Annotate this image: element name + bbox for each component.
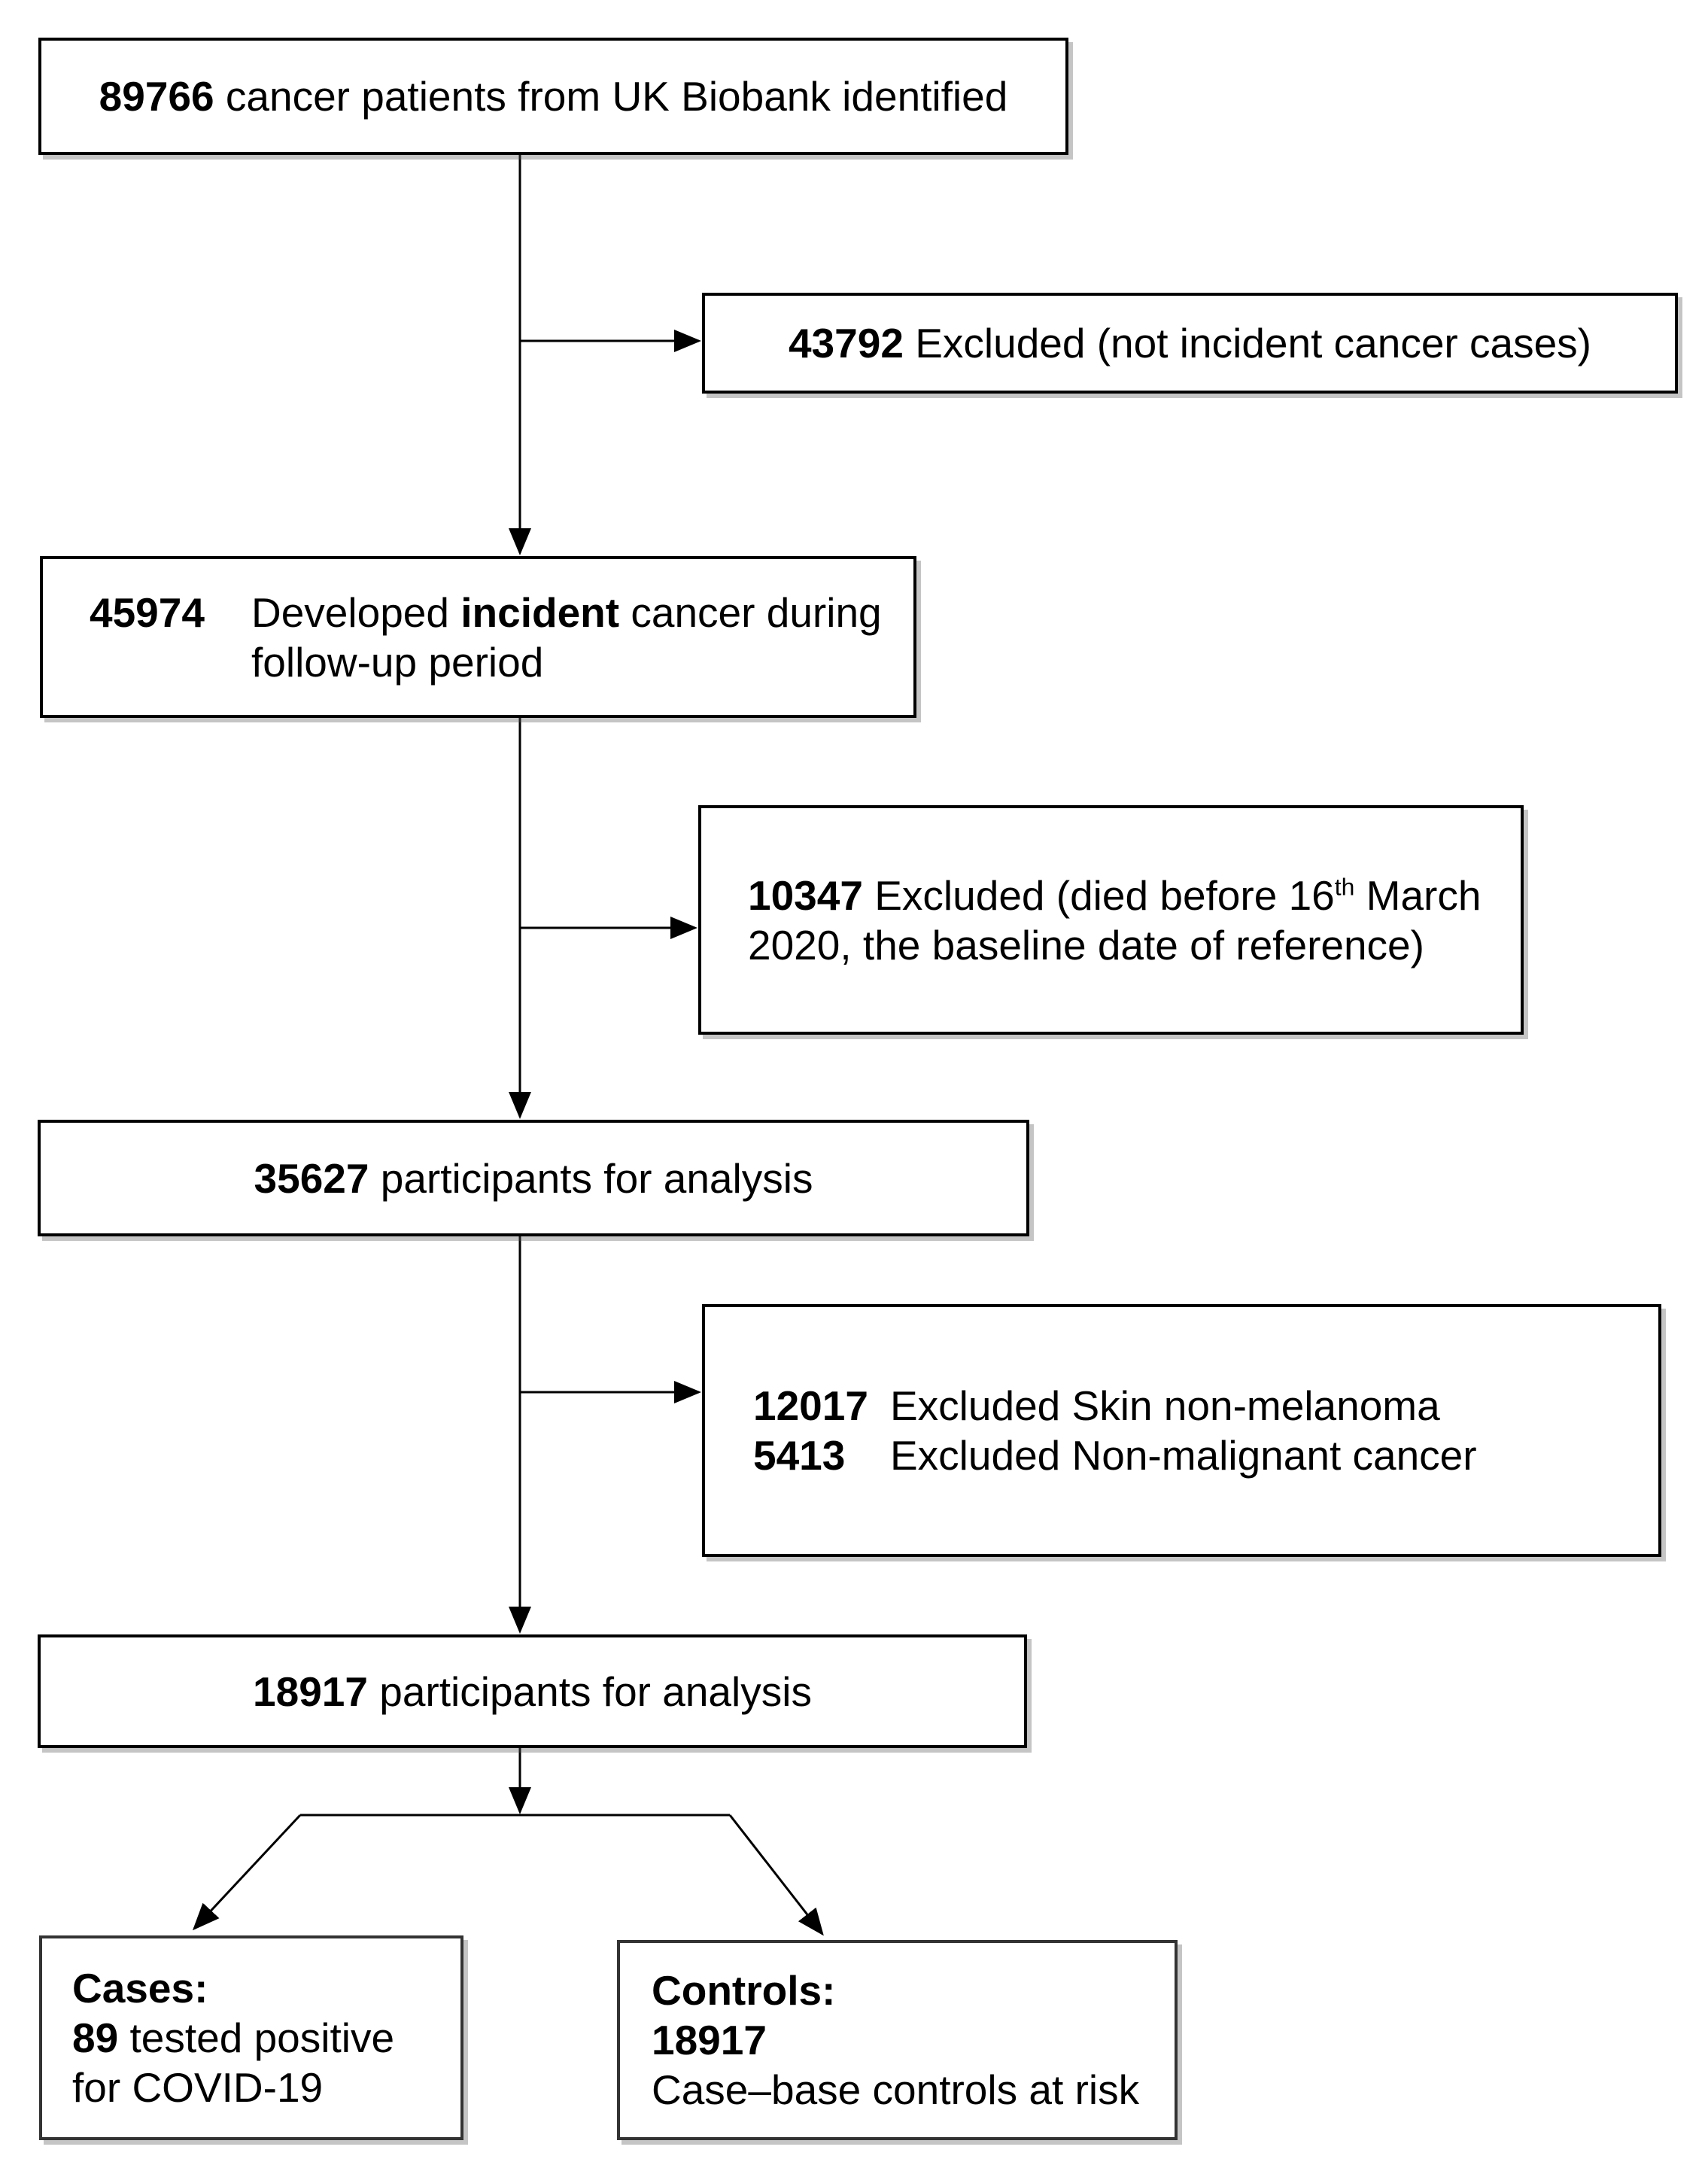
count-35627: 35627: [254, 1154, 369, 1202]
cases-title: Cases:: [72, 1965, 208, 2011]
incident-line2: follow-up period: [251, 638, 544, 686]
count-identified: 89766: [99, 73, 214, 120]
box-excluded-died-before-baseline: 10347 Excluded (died before 16th March 2…: [698, 805, 1524, 1035]
controls-line3: Case–base controls at risk: [652, 2066, 1140, 2113]
box-participants-18917: 18917 participants for analysis: [38, 1634, 1027, 1748]
incident-line1-pre: Developed: [251, 588, 461, 636]
count-excluded-not-incident: 43792: [788, 320, 904, 366]
count-incident: 45974: [90, 588, 205, 636]
box-excluded-skin-nonmalignant: 12017 Excluded Skin non-melanoma 5413 Ex…: [702, 1304, 1661, 1557]
cases-line2: 89 tested positive: [72, 2013, 460, 2063]
box-controls: Controls: 18917 Case–base controls at ri…: [617, 1940, 1178, 2140]
excluded-row-nonmalignant: 5413 Excluded Non-malignant cancer: [753, 1431, 1658, 1480]
count-controls: 18917: [652, 2017, 767, 2063]
count-cases-positive: 89: [72, 2014, 119, 2061]
arrow-fork-to-controls: [728, 1814, 824, 1936]
count-excluded-died: 10347: [748, 871, 863, 919]
box-excluded-not-incident: 43792 Excluded (not incident cancer case…: [702, 293, 1678, 394]
box-incident-cancer: 45974 Developed incident cancer during f…: [40, 556, 916, 718]
box-text: 89766 cancer patients from UK Biobank id…: [99, 71, 1008, 121]
box-text: 43792 Excluded (not incident cancer case…: [789, 318, 1591, 368]
excluded-died-line1: 10347 Excluded (died before 16th March: [748, 871, 1521, 920]
incident-text-lines: Developed incident cancer during follow-…: [251, 588, 882, 687]
box-text: 18917 participants for analysis: [253, 1667, 812, 1716]
excluded-died-line1-pre: Excluded (died before 16: [862, 871, 1335, 919]
label-35627: participants for analysis: [369, 1154, 813, 1202]
controls-title: Controls:: [652, 1967, 836, 2014]
incident-line1-post: cancer during: [619, 588, 882, 636]
label-nonmalignant: Excluded Non-malignant cancer: [890, 1432, 1477, 1479]
label-excluded-not-incident: Excluded (not incident cancer cases): [903, 320, 1592, 366]
cases-line3: for COVID-19: [72, 2064, 324, 2111]
box-participants-35627: 35627 participants for analysis: [38, 1120, 1029, 1236]
box-cancer-patients-identified: 89766 cancer patients from UK Biobank id…: [38, 38, 1068, 155]
ordinal-superscript: th: [1334, 873, 1355, 901]
arrow-fork-to-cases: [192, 1814, 302, 1931]
incident-line1-bold: incident: [460, 588, 620, 636]
box-text: 35627 participants for analysis: [254, 1154, 813, 1203]
cases-line2-rest: tested positive: [118, 2014, 395, 2061]
count-nonmalignant: 5413: [753, 1432, 846, 1479]
box-cases: Cases: 89 tested positive for COVID-19: [39, 1935, 463, 2140]
count-skin-nonmelanoma: 12017: [753, 1382, 868, 1429]
label-identified: cancer patients from UK Biobank identifi…: [214, 73, 1008, 120]
incident-line1: Developed incident cancer during: [251, 588, 882, 637]
excluded-row-skin: 12017 Excluded Skin non-melanoma: [753, 1381, 1658, 1431]
excluded-died-line1-post: March: [1354, 871, 1482, 919]
box-text: 45974 Developed incident cancer during f…: [90, 588, 913, 687]
label-skin-nonmelanoma: Excluded Skin non-melanoma: [890, 1382, 1440, 1429]
excluded-died-line2: 2020, the baseline date of reference): [748, 921, 1424, 968]
label-18917: participants for analysis: [367, 1668, 812, 1715]
count-18917: 18917: [253, 1668, 368, 1715]
